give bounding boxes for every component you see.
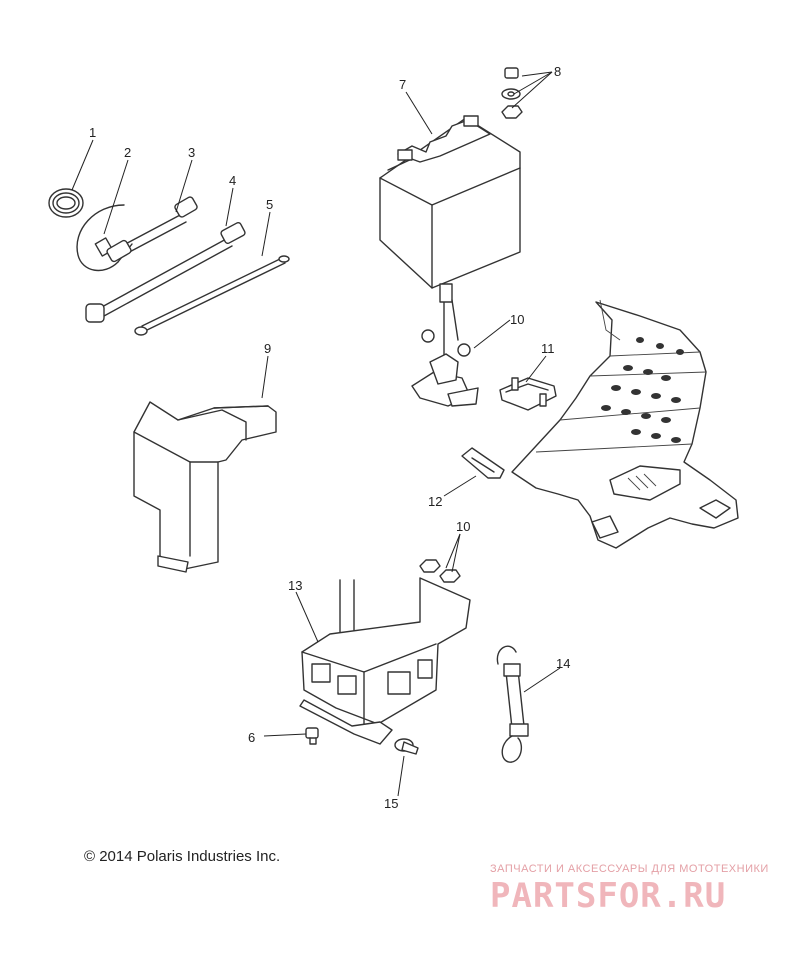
callout-7: 7: [399, 77, 406, 92]
callout-labels: 1 2 3 4 5 6 7 8 9 10 11 12 13 10 14 15: [89, 64, 570, 811]
part-9-cover: [133, 401, 277, 573]
watermark-tagline: ЗАПЧАСТИ И АКСЕССУАРЫ ДЛЯ МОТОТЕХНИКИ: [490, 863, 769, 875]
callout-6: 6: [248, 730, 255, 745]
callout-15: 15: [384, 796, 398, 811]
part-8-hardware: [501, 67, 523, 119]
callout-4: 4: [229, 173, 236, 188]
frame-section: [511, 299, 739, 549]
callout-9: 9: [264, 341, 271, 356]
part-2-wire-loop: [76, 204, 133, 272]
callout-5: 5: [266, 197, 273, 212]
leader-lines: [71, 71, 561, 797]
part-10-nuts: [419, 559, 461, 583]
callout-2: 2: [124, 145, 131, 160]
part-4-cable: [85, 222, 246, 323]
callout-12: 12: [428, 494, 442, 509]
part-3-cable: [106, 196, 198, 263]
part-13-tray: [299, 577, 471, 745]
part-1-strap: [48, 188, 84, 218]
callout-14: 14: [556, 656, 570, 671]
callout-13: 13: [288, 578, 302, 593]
part-11-plate: [499, 377, 557, 411]
part-10-harness: [411, 283, 479, 407]
part-7-battery: [379, 115, 521, 289]
part-15-bolt: [394, 738, 419, 755]
copyright-notice: © 2014 Polaris Industries Inc.: [84, 848, 281, 865]
part-6-bolt: [305, 727, 319, 745]
watermark-logo: PARTSFOR.RU: [490, 876, 727, 916]
part-14-strap: [496, 645, 529, 763]
callout-8: 8: [554, 64, 561, 79]
callout-10-lower: 10: [456, 519, 470, 534]
callout-3: 3: [188, 145, 195, 160]
callout-11: 11: [541, 341, 555, 356]
part-12-clip: [461, 447, 505, 479]
callout-1: 1: [89, 125, 96, 140]
callout-10-upper: 10: [510, 312, 524, 327]
part-5-cable: [134, 255, 290, 336]
